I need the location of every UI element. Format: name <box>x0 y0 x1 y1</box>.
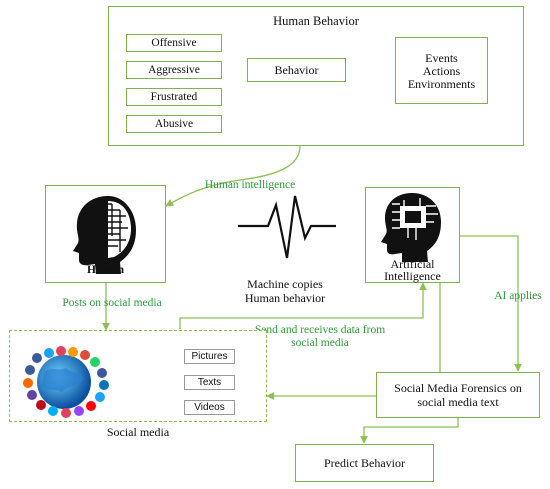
edge-label-human-intelligence: Human intelligence <box>204 179 296 191</box>
source-actions: Actions <box>422 64 461 78</box>
forensics-line2: social media text <box>417 395 499 409</box>
edge-label-send-receive-2: social media <box>291 337 349 349</box>
predict-behavior-box: Predict Behavior <box>295 444 434 482</box>
sources-box <box>395 37 488 104</box>
machine-copies-line2: Human behavior <box>244 291 326 305</box>
source-environments: Environments <box>407 77 476 91</box>
human-label: Human <box>86 264 125 276</box>
forensics-box <box>376 372 540 418</box>
human-behavior-title: Human Behavior <box>273 14 359 28</box>
machine-copies-line1: Machine copies <box>247 277 323 291</box>
source-events: Events <box>425 51 458 65</box>
behavior-aggressive: Aggressive <box>126 61 222 79</box>
behavior-abusive: Abusive <box>126 115 222 133</box>
edge-forensics-predict <box>360 418 459 444</box>
edge-ai-applies <box>460 235 522 372</box>
output-texts: Texts <box>184 375 235 390</box>
edge-label-ai-applies: AI applies <box>494 290 542 302</box>
edge-label-posts: Posts on social media <box>62 297 162 309</box>
output-videos: Videos <box>184 400 235 415</box>
behavior-node: Behavior <box>247 58 346 82</box>
output-pictures: Pictures <box>184 349 235 364</box>
edge-send-receive-out <box>179 282 427 329</box>
behavior-offensive: Offensive <box>126 34 222 52</box>
social-media-label: Social media <box>106 425 170 439</box>
forensics-line1: Social Media Forensics on <box>394 381 522 395</box>
pulse-icon <box>238 195 336 259</box>
ai-label-line2: Intelligence <box>384 269 441 283</box>
behavior-frustrated: Frustrated <box>126 88 222 106</box>
ai-label-line1: Artificial <box>390 257 435 271</box>
edge-human-intelligence <box>165 145 301 207</box>
edge-label-send-receive-1: Send and receives data from <box>254 324 386 336</box>
